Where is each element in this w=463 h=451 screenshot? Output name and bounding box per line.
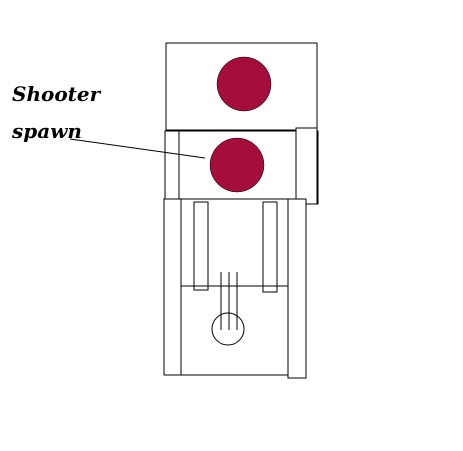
lower-right-wall <box>287 198 307 379</box>
spawn-marker-top-icon <box>216 56 272 112</box>
lower-left-wall <box>163 198 182 376</box>
lower-structure <box>163 198 306 376</box>
middle-left-pillar <box>164 130 180 205</box>
inner-left-post <box>193 201 209 291</box>
inner-right-post <box>262 201 278 293</box>
spawn-marker-shooter-icon <box>209 137 265 193</box>
annotation-leader-line <box>69 138 206 159</box>
annotation-line-1: Shooter <box>12 82 102 106</box>
middle-right-pillar <box>295 127 318 205</box>
device-circle-icon <box>211 312 245 346</box>
